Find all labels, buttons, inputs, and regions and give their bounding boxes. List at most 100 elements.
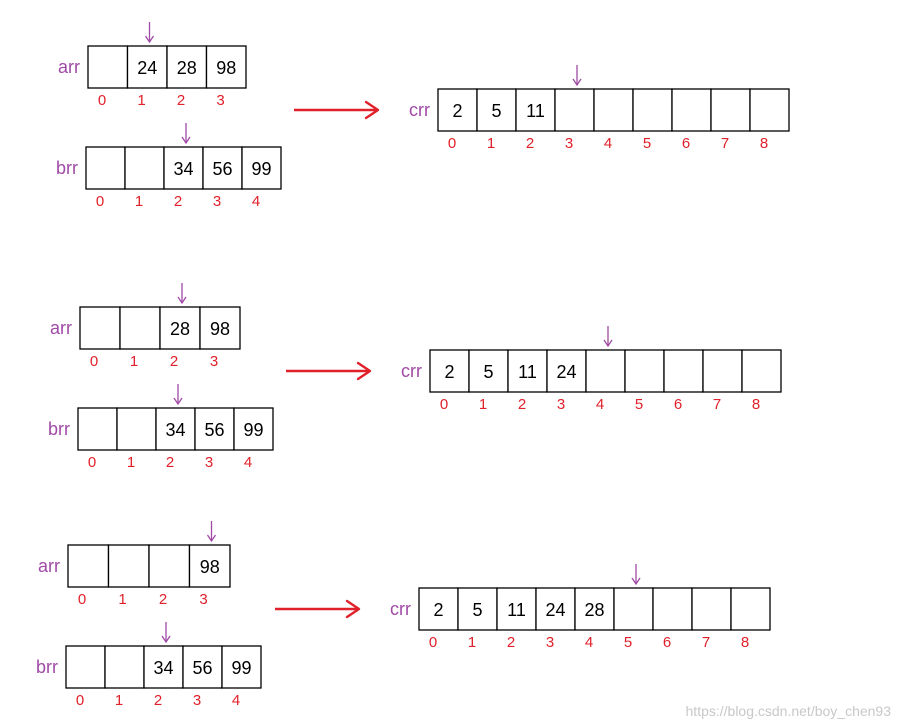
arr-cell-value: 28 (170, 319, 190, 339)
crr-cell-value: 5 (472, 600, 482, 620)
brr-index-label: 4 (252, 193, 260, 210)
arr-index-label: 3 (199, 591, 207, 608)
crr-index-label: 8 (760, 135, 768, 152)
arr-cell (126, 45, 168, 89)
crr-cell-value: 2 (433, 600, 443, 620)
down-arrow-icon (177, 283, 187, 305)
watermark: https://blog.csdn.net/boy_chen93 (685, 703, 891, 719)
crr-cell (730, 587, 771, 631)
crr-cell (554, 88, 595, 132)
crr-cell (496, 587, 537, 631)
arr-label: arr (50, 318, 72, 338)
arr-index-label: 2 (170, 353, 178, 370)
down-arrow-icon (603, 326, 613, 348)
arr-cell-value: 98 (210, 319, 230, 339)
crr-label: crr (401, 361, 422, 381)
brr-cell (233, 407, 274, 451)
arr-index-label: 3 (210, 353, 218, 370)
crr-cell (515, 88, 556, 132)
crr-index-label: 2 (526, 135, 534, 152)
crr-index-label: 7 (721, 135, 729, 152)
crr-cell-value: 2 (452, 101, 462, 121)
crr-index-label: 3 (557, 396, 565, 413)
crr-index-label: 4 (604, 135, 612, 152)
brr-index-label: 3 (213, 193, 221, 210)
arr-cell (166, 45, 208, 89)
brr-label: brr (56, 158, 78, 178)
arr-cell (107, 544, 150, 588)
crr-index-label: 6 (663, 634, 671, 651)
brr-cell (65, 645, 106, 689)
crr-index-label: 2 (507, 634, 515, 651)
crr-cell (624, 349, 665, 393)
brr-index-label: 0 (96, 193, 104, 210)
down-arrow-icon (181, 123, 191, 145)
brr-index-label: 2 (154, 692, 162, 709)
brr-cell-value: 34 (173, 159, 193, 179)
down-arrow-icon (144, 22, 155, 44)
crr-index-label: 3 (565, 135, 573, 152)
arr-cell (159, 306, 201, 350)
crr-label: crr (390, 599, 411, 619)
brr-index-label: 0 (76, 692, 84, 709)
brr-index-label: 2 (166, 454, 174, 471)
crr-index-label: 0 (429, 634, 437, 651)
crr-cell (585, 349, 626, 393)
crr-cell (749, 88, 790, 132)
arr-cell (188, 544, 231, 588)
crr-index-label: 7 (702, 634, 710, 651)
crr-cell (741, 349, 782, 393)
brr-cell (85, 146, 126, 190)
arr-cell (205, 45, 247, 89)
crr-index-label: 1 (479, 396, 487, 413)
brr-cell-value: 99 (243, 420, 263, 440)
crr-label: crr (409, 100, 430, 120)
arr-cell-value: 28 (177, 58, 197, 78)
crr-index-label: 2 (518, 396, 526, 413)
arr-cell (199, 306, 241, 350)
arr-label: arr (58, 57, 80, 77)
crr-cell-value: 11 (526, 101, 545, 121)
crr-cell-value: 28 (584, 600, 604, 620)
crr-cell (476, 88, 517, 132)
brr-cell (194, 407, 235, 451)
crr-index-label: 0 (448, 135, 456, 152)
crr-index-label: 1 (468, 634, 476, 651)
arr-index-label: 3 (216, 92, 224, 109)
brr-index-label: 2 (174, 193, 182, 210)
crr-cell (437, 88, 478, 132)
brr-index-label: 1 (115, 692, 123, 709)
brr-index-label: 3 (193, 692, 201, 709)
brr-cell (221, 645, 262, 689)
crr-cell (632, 88, 673, 132)
brr-cell (124, 146, 165, 190)
down-arrow-icon (173, 384, 183, 406)
crr-index-label: 5 (624, 634, 632, 651)
brr-cell-value: 56 (212, 159, 232, 179)
arr-index-label: 1 (137, 92, 145, 109)
crr-index-label: 5 (635, 396, 643, 413)
crr-index-label: 4 (585, 634, 593, 651)
crr-index-label: 7 (713, 396, 721, 413)
crr-cell (535, 587, 576, 631)
arr-index-label: 0 (90, 353, 98, 370)
crr-index-label: 8 (752, 396, 760, 413)
brr-label: brr (48, 419, 70, 439)
brr-index-label: 3 (205, 454, 213, 471)
brr-cell-value: 34 (165, 420, 185, 440)
brr-cell (104, 645, 145, 689)
brr-index-label: 1 (135, 193, 143, 210)
crr-cell (652, 587, 693, 631)
crr-cell (663, 349, 704, 393)
crr-cell-value: 11 (518, 362, 537, 382)
arr-cell-value: 98 (200, 557, 220, 577)
crr-index-label: 3 (546, 634, 554, 651)
brr-cell (241, 146, 282, 190)
